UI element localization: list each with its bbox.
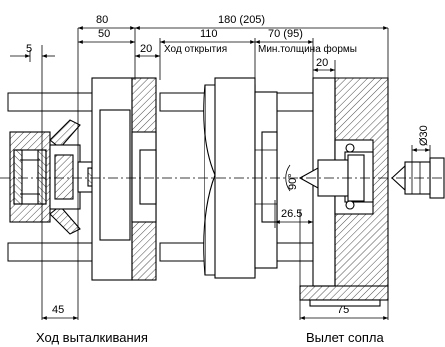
dim-80: 80 bbox=[96, 14, 108, 26]
dim-5: 5 bbox=[26, 43, 32, 55]
dim-diameter-30: Ø30 bbox=[418, 125, 430, 146]
ejector-stroke-caption: Ход выталкивания bbox=[36, 330, 148, 345]
dim-110: 110 bbox=[200, 28, 218, 40]
nozzle-reach-caption: Вылет сопла bbox=[306, 330, 384, 345]
dim-20-open: 20 bbox=[140, 43, 152, 55]
dim-90-angle: 90° bbox=[287, 173, 299, 190]
dim-45: 45 bbox=[52, 304, 64, 316]
dim-180: 180 (205) bbox=[218, 14, 265, 26]
dim-50: 50 bbox=[98, 28, 110, 40]
dim-75: 75 bbox=[337, 304, 349, 316]
dim-70: 70 (95) bbox=[268, 28, 303, 40]
dim-20-right: 20 bbox=[316, 57, 328, 69]
dim-26-5: 26.5 bbox=[281, 208, 302, 220]
dimension-lines bbox=[10, 26, 430, 320]
opening-stroke-label: Ход открытия bbox=[164, 44, 227, 55]
min-mold-thickness-label: Мин.толщина формы bbox=[258, 43, 357, 55]
extension-lines bbox=[29, 28, 431, 320]
moving-platen bbox=[91, 77, 157, 281]
